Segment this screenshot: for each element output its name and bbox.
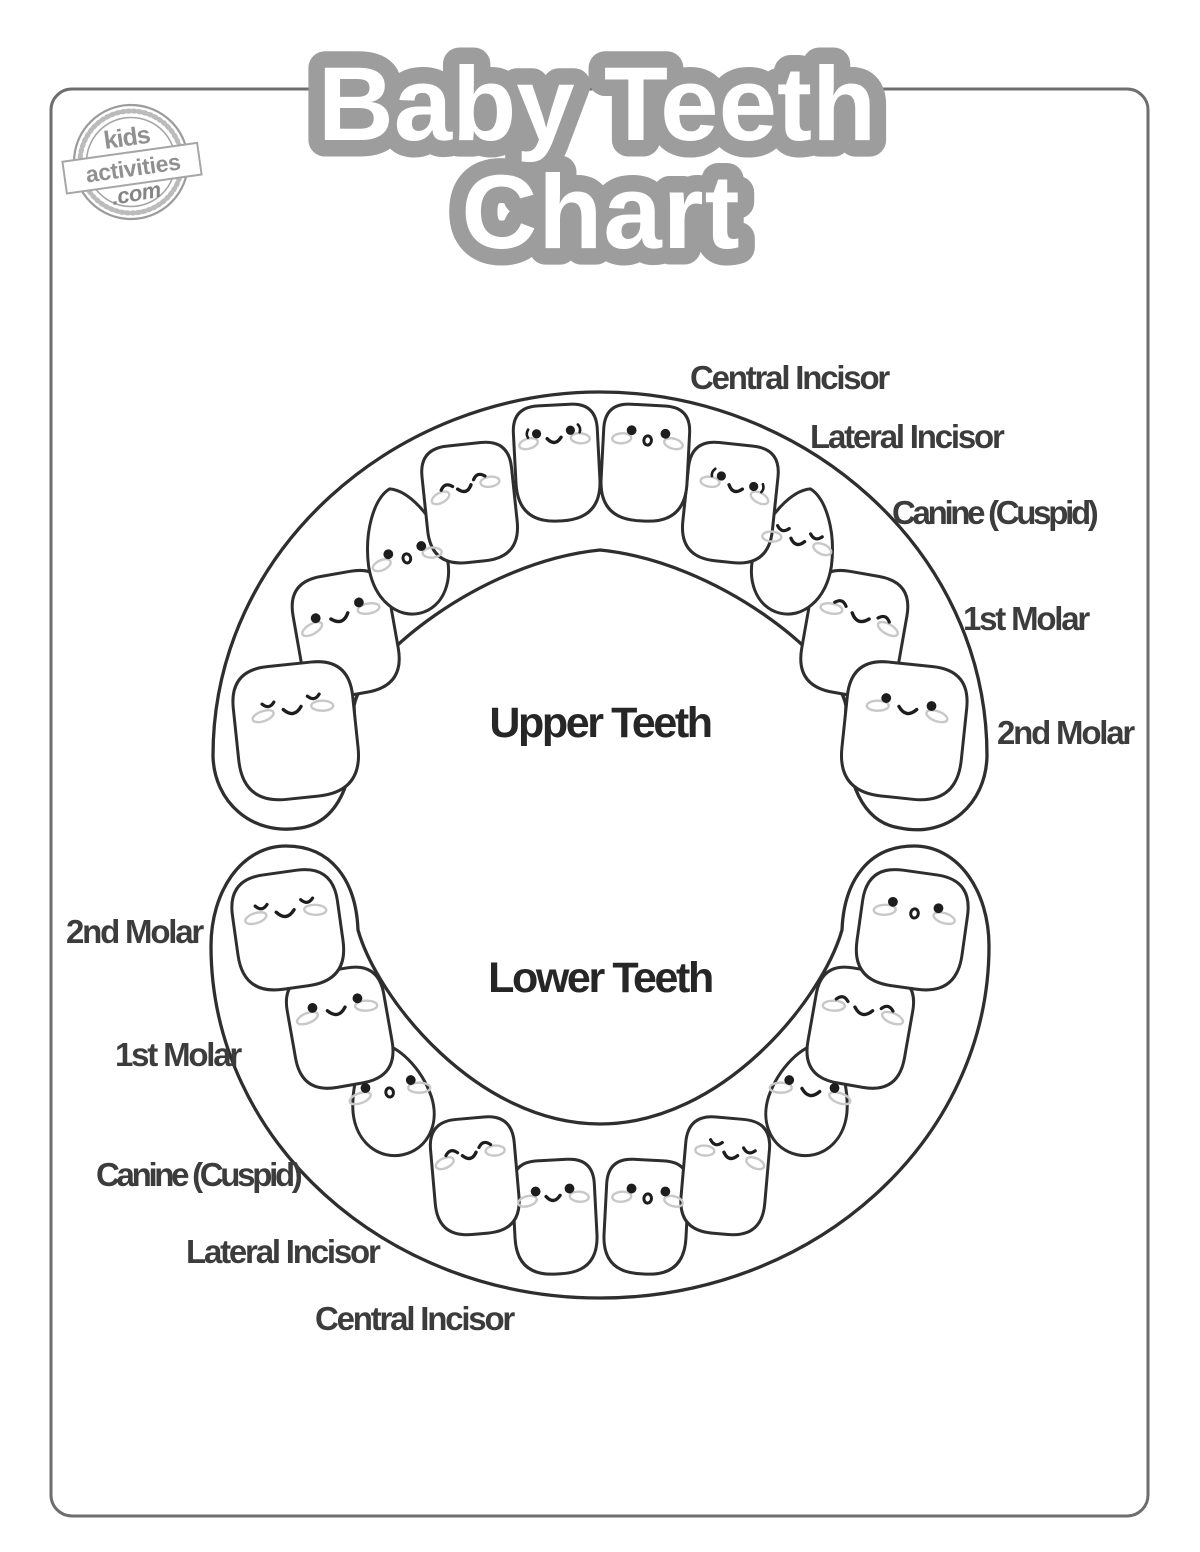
svg-text:Lower Teeth: Lower Teeth xyxy=(488,954,712,1002)
svg-text:Baby Teeth: Baby Teeth xyxy=(318,46,876,163)
svg-text:2nd Molar: 2nd Molar xyxy=(66,913,204,950)
svg-text:Lateral Incisor: Lateral Incisor xyxy=(186,1233,381,1270)
svg-text:Central Incisor: Central Incisor xyxy=(315,1300,515,1337)
svg-text:2nd Molar: 2nd Molar xyxy=(997,714,1135,751)
svg-text:kids: kids xyxy=(102,121,152,155)
svg-text:Baby Teeth: Baby Teeth xyxy=(318,46,876,163)
svg-text:Lateral Incisor: Lateral Incisor xyxy=(810,418,1005,455)
svg-text:Chart: Chart xyxy=(461,154,740,271)
svg-text:Chart: Chart xyxy=(461,154,740,271)
svg-text:Central Incisor: Central Incisor xyxy=(690,359,890,396)
svg-text:1st Molar: 1st Molar xyxy=(115,1036,242,1073)
svg-text:1st Molar: 1st Molar xyxy=(963,600,1090,637)
svg-text:Canine (Cuspid): Canine (Cuspid) xyxy=(892,494,1098,531)
svg-text:Upper Teeth: Upper Teeth xyxy=(489,699,710,747)
svg-text:Canine (Cuspid): Canine (Cuspid) xyxy=(96,1156,302,1193)
